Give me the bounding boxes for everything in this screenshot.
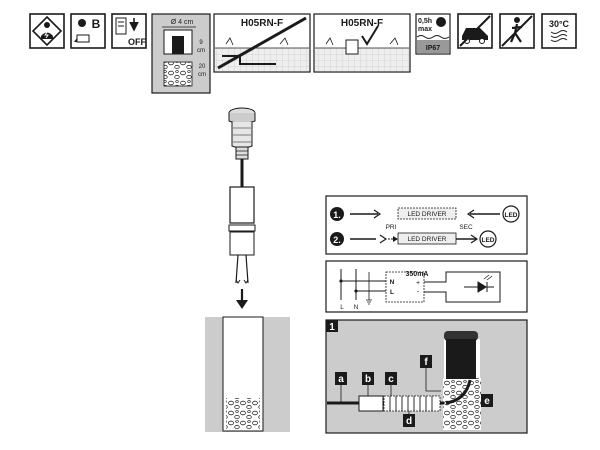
no-walking-icon <box>499 13 535 49</box>
svg-text:f: f <box>424 357 428 368</box>
led-label-1: LED <box>505 212 518 219</box>
current-label: 350mA <box>406 271 429 278</box>
cable-wrong-label: H05RN-F <box>241 18 283 29</box>
callout-f: f <box>420 355 441 392</box>
depth-20-unit: cm <box>198 72 206 78</box>
callout-a: a <box>335 372 347 403</box>
plus-label: + <box>416 280 420 287</box>
no-vehicle-icon <box>457 13 493 49</box>
figure-number: 1 <box>329 322 335 333</box>
svg-text:d: d <box>406 416 412 427</box>
power-off-icon: OFF <box>111 13 147 49</box>
off-label: OFF <box>128 37 146 47</box>
ip67-submersion-icon: 0,5h max IP67 <box>415 13 451 55</box>
terminal-n-label: N <box>390 279 395 286</box>
circuit-diagram: L N N L 350mA + - <box>325 260 528 313</box>
wiring-step-1: 1. LED DRIVER LED <box>330 205 520 223</box>
checkmark-icon <box>361 25 379 46</box>
figure-1-cross-section: 1 a b c d <box>325 319 528 434</box>
svg-text:c: c <box>388 374 394 385</box>
depth-9-value: 9 <box>199 40 203 46</box>
primary-label: PRI <box>386 224 397 231</box>
callout-d: d <box>403 411 415 427</box>
class-b-label: B <box>92 17 101 31</box>
callout-b: b <box>362 372 374 396</box>
depth-9-unit: cm <box>197 48 205 54</box>
driver-label-2: LED DRIVER <box>407 236 446 243</box>
temperature-label: 30°C <box>549 19 570 29</box>
wiring-steps-box: 1. LED DRIVER LED PRI SEC 2. LED DRIVER <box>325 195 528 255</box>
cable-correct-panel: H05RN-F <box>313 13 411 73</box>
svg-text:a: a <box>338 374 344 385</box>
cable-wrong-panel: H05RN-F <box>213 13 311 73</box>
secondary-label: SEC <box>459 224 473 231</box>
depth-dimension-panel: Ø 4 cm 9 cm 20 cm <box>151 13 211 94</box>
terminal-l-label: L <box>390 289 394 296</box>
step-1-number: 1. <box>333 210 341 220</box>
minus-label: - <box>417 289 420 296</box>
submersion-time: 0,5h <box>418 18 432 25</box>
ip-rating-label: IP67 <box>426 45 441 52</box>
supply-l-label: L <box>340 304 344 311</box>
electrician-icon <box>29 13 65 49</box>
read-manual-icon: B <box>70 13 106 49</box>
svg-text:b: b <box>365 374 371 385</box>
ground-hole-drawing <box>205 316 290 432</box>
icon-strip: B OFF Ø 4 cm 9 cm 20 cm H05RN-F <box>29 13 577 94</box>
supply-n-label: N <box>354 304 359 311</box>
temperature-icon: 30°C <box>541 13 577 49</box>
diameter-label: Ø 4 cm <box>171 19 194 26</box>
cable-correct-label: H05RN-F <box>341 18 383 29</box>
driver-label-1: LED DRIVER <box>407 211 446 218</box>
callout-c: c <box>385 372 397 396</box>
submersion-max: max <box>418 26 432 33</box>
led-label-2: LED <box>482 237 495 244</box>
depth-20-value: 20 <box>199 64 206 70</box>
wiring-step-2: 2. LED DRIVER LED <box>330 230 497 248</box>
callout-e: e <box>481 394 493 407</box>
step-2-number: 2. <box>333 235 341 245</box>
svg-text:e: e <box>484 396 490 407</box>
luminaire-drawing <box>228 107 256 309</box>
